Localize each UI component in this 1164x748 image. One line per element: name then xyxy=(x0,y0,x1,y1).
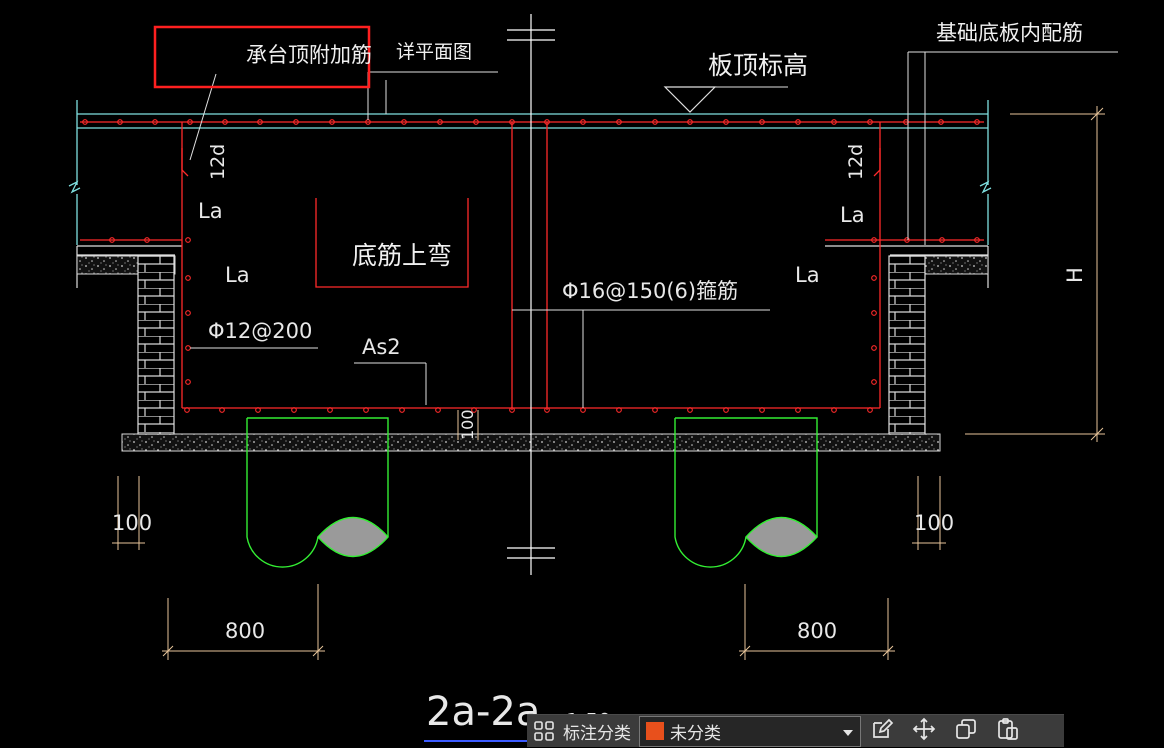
label-side-rebar: Φ12@200 xyxy=(208,319,312,343)
section-title: 2a-2a xyxy=(426,689,540,735)
label-12d-right: 12d xyxy=(845,144,867,180)
edit-icon xyxy=(870,717,894,745)
category-value: 未分类 xyxy=(670,723,721,744)
paste-button[interactable] xyxy=(987,715,1029,748)
callout-base-slab-rebar: 基础底板内配筋 xyxy=(936,21,1083,45)
label-h: H xyxy=(1063,267,1087,283)
move-button[interactable] xyxy=(903,715,945,748)
paste-icon xyxy=(996,717,1020,745)
category-color-swatch xyxy=(646,722,664,740)
pile-left xyxy=(246,417,389,568)
dimension-lines xyxy=(112,106,1105,660)
edit-button[interactable] xyxy=(861,715,903,748)
brick-wall-right xyxy=(888,255,926,435)
brick-wall-left xyxy=(137,255,175,435)
rebar-dots xyxy=(82,119,980,413)
label-as2: As2 xyxy=(362,335,401,359)
category-label: 标注分类 xyxy=(563,723,631,744)
base-slab-lines xyxy=(76,245,989,288)
callout-see-plan: 详平面图 xyxy=(396,41,472,63)
dim-100-center: 100 xyxy=(458,409,477,440)
dim-800-left: 800 xyxy=(225,619,265,643)
pile-right xyxy=(674,417,818,568)
center-break-line xyxy=(507,14,555,575)
label-la-4: La xyxy=(795,263,820,287)
label-bottom-rebar-bend-up: 底筋上弯 xyxy=(352,241,452,270)
category-select[interactable]: 未分类 xyxy=(639,715,861,747)
grid-icon[interactable] xyxy=(527,715,561,748)
callout-top-add-rebar: 承台顶附加筋 xyxy=(246,43,372,67)
leader-lines xyxy=(189,51,1118,408)
dim-100-left: 100 xyxy=(112,511,152,535)
move-icon xyxy=(912,717,936,745)
highlight-box xyxy=(153,25,371,89)
copy-button[interactable] xyxy=(945,715,987,748)
slab-top-lines xyxy=(68,100,992,245)
label-stirrup: Φ16@150(6)箍筋 xyxy=(562,279,738,303)
copy-icon xyxy=(954,717,978,745)
annotation-toolbar: 标注分类 未分类 xyxy=(527,714,1064,747)
label-12d-left: 12d xyxy=(207,144,229,180)
callout-slab-top-elev: 板顶标高 xyxy=(708,51,808,80)
elevation-triangle xyxy=(663,86,717,113)
label-la-2: La xyxy=(225,263,250,287)
label-la-3: La xyxy=(840,203,865,227)
label-la-1: La xyxy=(198,199,223,223)
dim-100-right: 100 xyxy=(914,511,954,535)
dim-800-right: 800 xyxy=(797,619,837,643)
pile-left-fill xyxy=(317,516,389,558)
pile-right-fill xyxy=(745,516,818,558)
chevron-down-icon xyxy=(842,722,854,741)
